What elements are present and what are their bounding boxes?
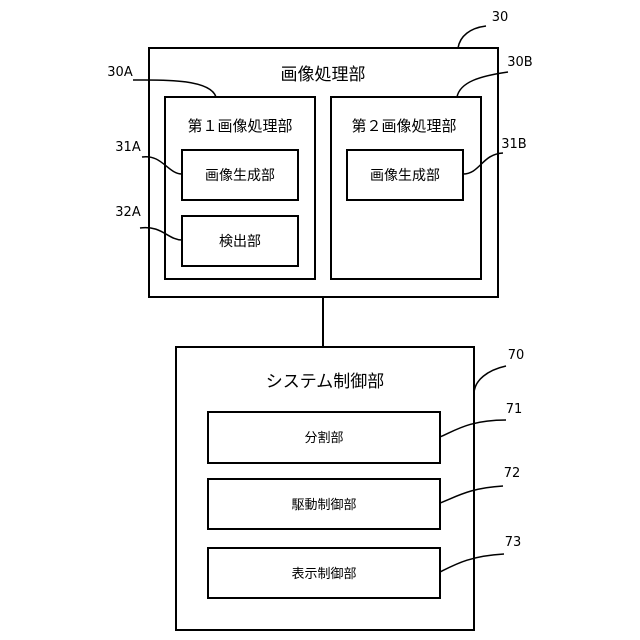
ref-30: 30	[492, 10, 509, 25]
image-processing-unit-title: 画像処理部	[281, 65, 366, 85]
leader-30	[458, 26, 486, 48]
ref-32A: 32A	[115, 205, 141, 220]
first-image-processing-title: 第１画像処理部	[187, 117, 292, 135]
leader-70	[474, 366, 506, 394]
ref-72: 72	[504, 466, 521, 481]
ref-71: 71	[506, 402, 523, 417]
ref-30A: 30A	[107, 65, 133, 80]
ref-73: 73	[505, 535, 522, 550]
ref-31A: 31A	[115, 140, 141, 155]
drive-control-label: 駆動制御部	[291, 498, 356, 513]
system-control-unit-title: システム制御部	[266, 372, 385, 392]
ref-31B: 31B	[501, 137, 526, 152]
display-control-label: 表示制御部	[291, 567, 356, 582]
ref-70: 70	[508, 348, 525, 363]
detection-label: 検出部	[219, 234, 261, 250]
second-image-generation-label: 画像生成部	[370, 168, 440, 184]
first-image-generation-label: 画像生成部	[205, 168, 275, 184]
second-image-processing-title: 第２画像処理部	[351, 117, 456, 135]
division-label: 分割部	[304, 430, 343, 446]
ref-30B: 30B	[507, 55, 532, 70]
